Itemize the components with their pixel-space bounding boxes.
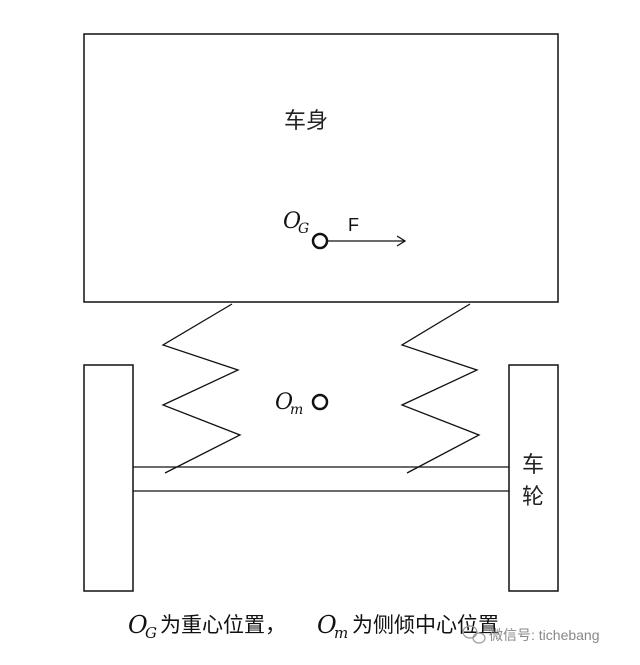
center-of-gravity-point [311,232,329,250]
caption-sub1: G [145,624,157,642]
og-symbol: O [283,209,301,234]
caption: O G 为重心位置， O m 为侧倾中心位置 [128,611,499,642]
og-subscript: G [298,221,309,237]
roll-center-point [311,393,329,411]
force-arrow-head [396,235,407,247]
right-wheel [508,364,559,592]
om-subscript: m [290,402,303,418]
watermark: 微信号: tichebang [462,625,600,644]
watermark-text: 微信号: tichebang [489,627,600,643]
left-spring [161,303,242,474]
wechat-icon [462,625,486,644]
wheel-label-line2: 轮 [522,485,544,510]
left-wheel [83,364,134,592]
caption-sym1: O [128,611,148,639]
force-label: F [348,215,359,235]
om-symbol: O [275,390,293,415]
wheel-label-line1: 车 [522,453,544,478]
caption-sub2: m [334,624,348,642]
right-spring [400,303,481,474]
caption-text2: 为侧倾中心位置 [352,613,499,637]
caption-text1: 为重心位置， [160,613,286,637]
caption-sym2: O [317,611,337,639]
body-label: 车身 [284,109,328,134]
vehicle-body [83,33,559,303]
